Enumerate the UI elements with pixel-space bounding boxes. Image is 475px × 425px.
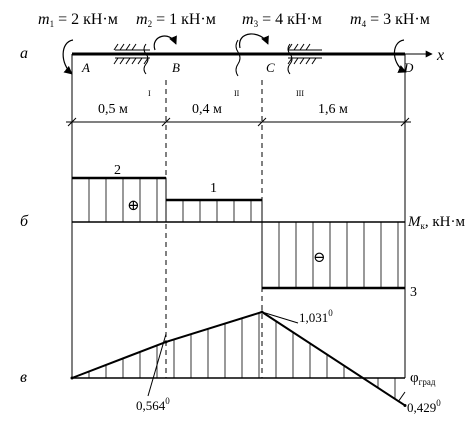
- angle-point: [70, 376, 74, 380]
- angle-label-1031: 1,0310: [299, 308, 333, 325]
- torque-blocks: [71, 176, 406, 290]
- torque-block: [165, 199, 263, 223]
- moment-arrow-m1: [62, 39, 74, 75]
- angle-axis-label: φград: [410, 370, 436, 387]
- segment-length-cd: 1,6 м: [318, 102, 348, 117]
- row-label-v: в: [20, 369, 27, 386]
- leader-0429: [397, 391, 406, 403]
- moment-label-m4: m4 = 3 кН·м: [350, 11, 430, 29]
- point-label-d: D: [403, 60, 414, 75]
- section-label-3: III: [296, 89, 304, 98]
- section-label-1: I: [148, 89, 151, 98]
- point-label-a: A: [81, 60, 90, 75]
- row-label-b: б: [20, 213, 29, 230]
- segment-length-ab: 0,5 м: [98, 102, 128, 117]
- torque-axis-label: Mк, кН·м: [407, 214, 465, 231]
- section-cut-1: [143, 43, 149, 75]
- angle-point: [164, 340, 168, 344]
- moment-arrow-m2: [153, 35, 177, 51]
- section-cut-2: [235, 39, 241, 77]
- torque-block: [71, 177, 167, 223]
- torque-value-1: 2: [114, 163, 121, 178]
- torque-value-2: 1: [210, 181, 217, 196]
- angle-label-0429: 0,4290: [407, 398, 441, 415]
- torque-block: [261, 221, 406, 289]
- moment-label-m3: m3 = 4 кН·м: [242, 11, 322, 29]
- section-cut-3: [287, 43, 293, 75]
- section-label-2: II: [234, 89, 240, 98]
- x-axis-label: x: [436, 47, 444, 64]
- angle-graph: [70, 310, 407, 407]
- segment-length-bc: 0,4 м: [192, 102, 222, 117]
- leader-0564: [147, 333, 167, 397]
- bearing-right: [287, 43, 322, 65]
- leader-1031: [261, 311, 299, 324]
- moment-label-m2: m2 = 1 кН·м: [136, 11, 216, 29]
- angle-label-0564: 0,5640: [136, 396, 170, 413]
- torque-value-3: 3: [410, 285, 417, 300]
- moment-arrow-m3: [239, 33, 269, 49]
- point-label-c: C: [266, 60, 275, 75]
- dimension-ticks: [67, 117, 410, 127]
- minus-sign: ⊖: [313, 250, 326, 266]
- point-label-b: B: [172, 60, 180, 75]
- moment-arrow-m4: [393, 39, 407, 73]
- plus-sign: ⊕: [127, 198, 140, 214]
- angle-curve: [71, 310, 406, 407]
- angle-point: [403, 403, 407, 407]
- moment-label-m1: m1 = 2 кН·м: [38, 11, 118, 29]
- row-label-a: а: [20, 45, 28, 62]
